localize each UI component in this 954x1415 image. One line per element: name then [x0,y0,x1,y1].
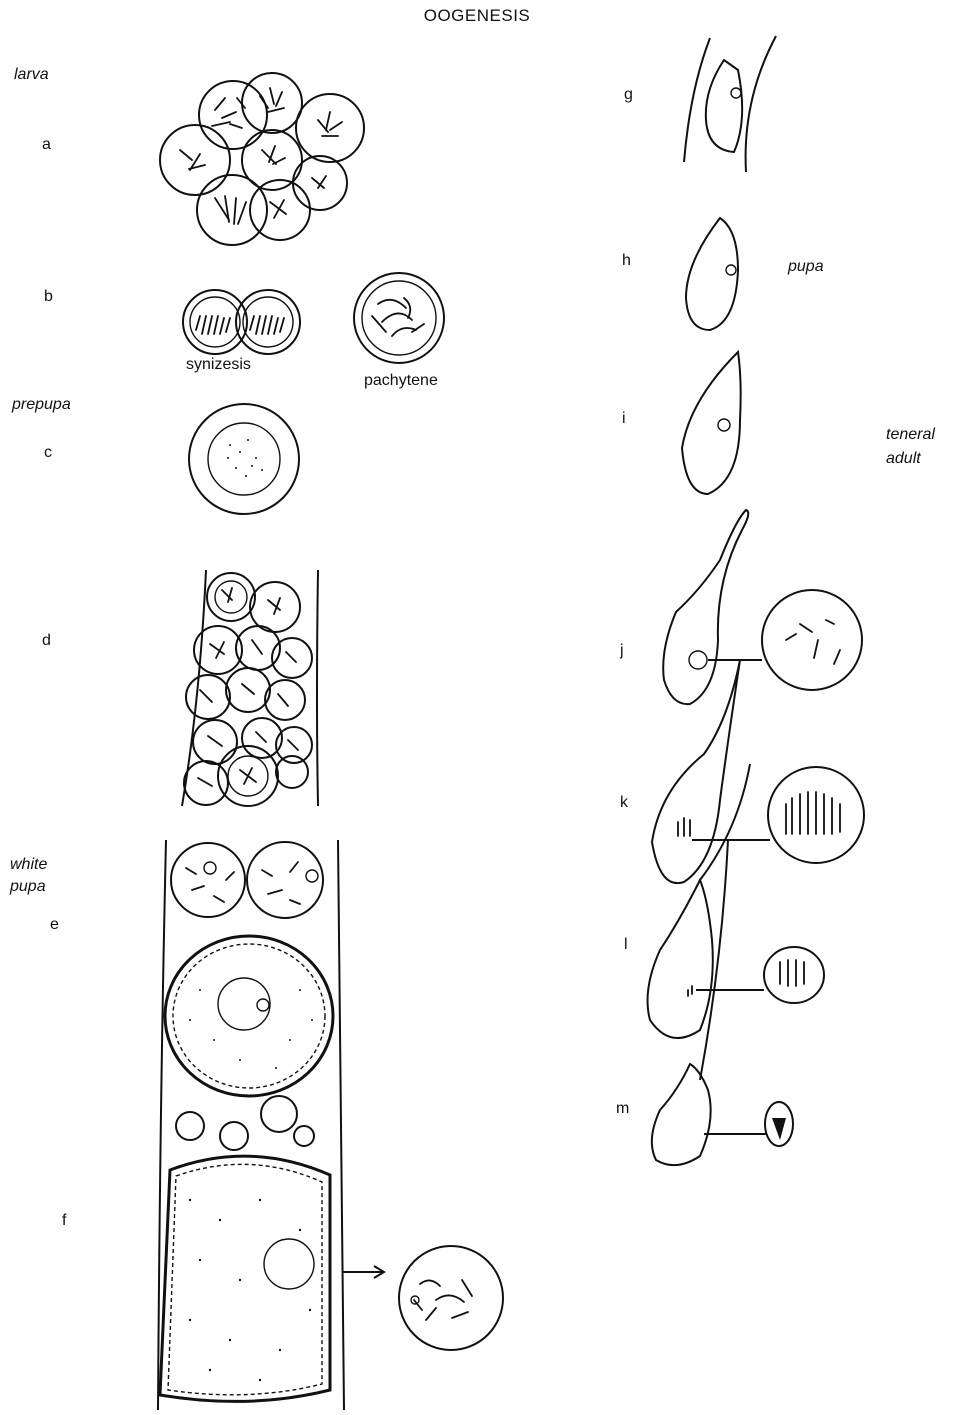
panel-b-pachytene-cell [354,273,444,363]
panel-e-egg-chamber [158,840,344,1410]
panel-i-cell [682,352,741,494]
panel-m-oocyte [652,1064,793,1165]
panel-a-cell-cluster [160,73,364,245]
panel-k-oocyte [652,660,864,883]
panel-h-cell [686,218,738,330]
panel-j-oocyte [663,510,862,704]
panel-f-egg-chamber [160,1096,503,1401]
panel-b-synizesis-cells [183,290,300,354]
panel-l-oocyte [648,840,824,1080]
panel-g-cell [684,36,776,172]
panel-d-cell-column [182,570,318,806]
panel-c-prepupa-cell [189,404,299,514]
